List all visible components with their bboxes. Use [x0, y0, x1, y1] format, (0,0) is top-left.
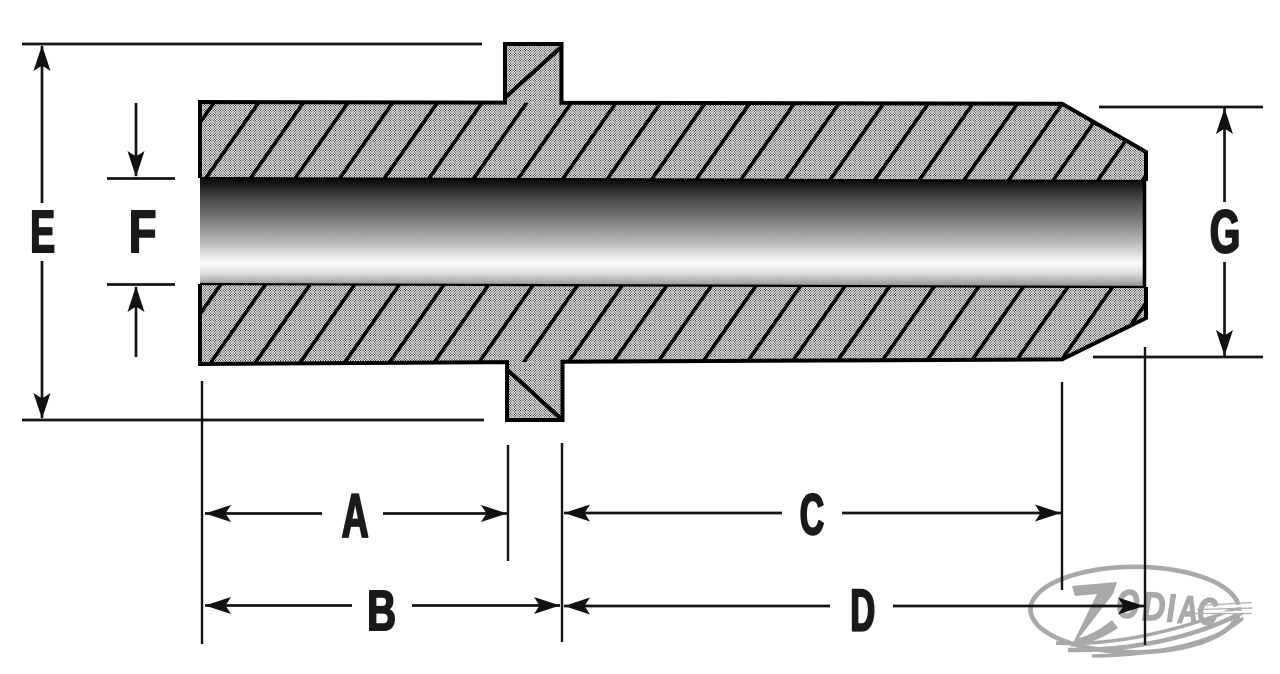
svg-text:TM: TM: [1229, 616, 1241, 625]
